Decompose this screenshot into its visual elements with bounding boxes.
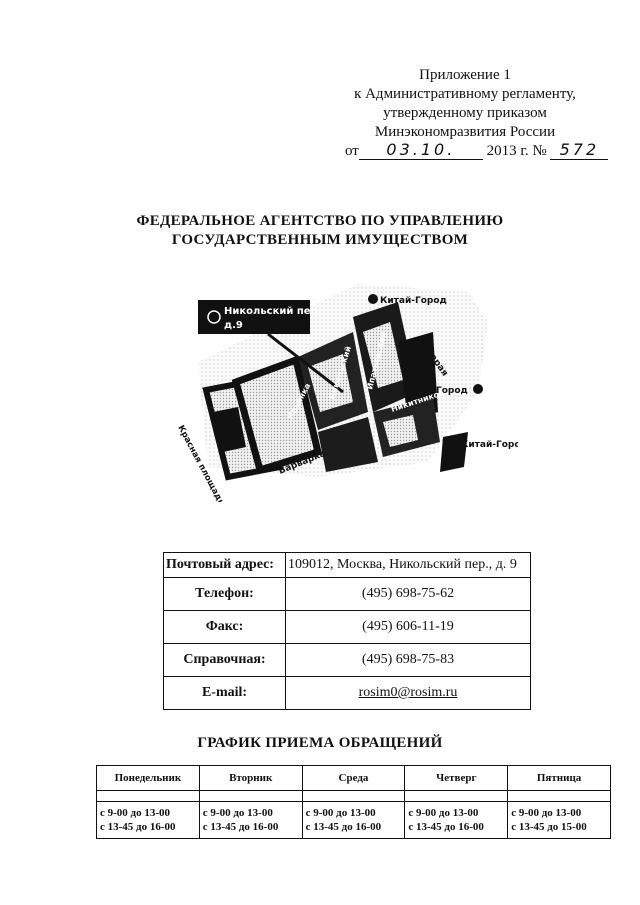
hours-afternoon: с 13-45 до 16-00: [305, 821, 382, 833]
appendix-header: Приложение 1 к Административному регламе…: [330, 66, 600, 142]
schedule-day: Среда: [301, 765, 406, 791]
metro-icon: [473, 384, 483, 394]
appendix-line: к Административному регламенту,: [354, 86, 576, 102]
agency-line: ФЕДЕРАЛЬНОЕ АГЕНТСТВО ПО УПРАВЛЕНИЮ: [136, 213, 504, 229]
contacts-row: Почтовый адрес: 109012, Москва, Никольск…: [163, 552, 531, 578]
schedule-day: Понедельник: [96, 765, 200, 791]
schedule-hours: с 9-00 до 13-00 с 13-45 до 16-00: [404, 801, 509, 839]
metro-gorod: Город: [436, 386, 468, 396]
contact-value: (495) 698-75-83: [285, 643, 531, 677]
metro-icon: [448, 438, 458, 448]
contacts-row: Факс: (495) 606-11-19: [163, 610, 531, 644]
schedule-hours: с 9-00 до 13-00 с 13-45 до 16-00: [301, 801, 406, 839]
hours-afternoon: с 13-45 до 16-00: [100, 821, 176, 833]
agency-line: ГОСУДАРСТВЕННЫМ ИМУЩЕСТВОМ: [171, 232, 469, 248]
hours-morning: с 9-00 до 13-00: [511, 807, 582, 819]
schedule-title: ГРАФИК ПРИЕМА ОБРАЩЕНИЙ: [197, 735, 443, 751]
callout-pointer: [267, 332, 344, 394]
hours-afternoon: с 13-45 до 16-00: [408, 821, 484, 833]
callout-house: д.9: [224, 320, 243, 331]
schedule-day: Пятница: [507, 765, 611, 791]
year-text: 2013 г. №: [486, 143, 547, 159]
date-prefix: от: [345, 143, 359, 159]
map-block-varvarka: [318, 417, 378, 472]
hours-morning: с 9-00 до 13-00: [408, 807, 479, 819]
schedule-hours: с 9-00 до 13-00 с 13-45 до 16-00: [96, 801, 200, 839]
schedule-table: Понедельник Вторник Среда Четверг Пятниц…: [96, 765, 611, 839]
schedule-hours-row: с 9-00 до 13-00 с 13-45 до 16-00 с 9-00 д…: [96, 801, 611, 839]
map-block-inner: [363, 322, 403, 388]
callout-street: Никольский пер.: [224, 306, 322, 317]
appendix-line: Приложение 1: [419, 67, 511, 83]
address-callout: [198, 300, 310, 334]
schedule-day: Вторник: [198, 765, 303, 791]
schedule-header-row: Понедельник Вторник Среда Четверг Пятниц…: [96, 765, 611, 791]
schedule-day: Четверг: [404, 765, 509, 791]
contact-label: Факс:: [163, 610, 286, 644]
map-block-inner: [383, 415, 418, 447]
contacts-row: Справочная: (495) 698-75-83: [163, 643, 531, 677]
email-link[interactable]: rosim0@rosim.ru: [358, 685, 458, 700]
appendix-line: Минэкономразвития России: [374, 124, 556, 140]
metro-kitay-gorod-bottom: Китай-Город: [461, 440, 518, 450]
schedule-spacer-row: [96, 790, 611, 802]
contacts-table: Почтовый адрес: 109012, Москва, Никольск…: [163, 552, 531, 710]
contact-label: Справочная:: [163, 643, 286, 677]
contact-label: E-mail:: [163, 676, 286, 710]
hours-morning: с 9-00 до 13-00: [100, 807, 171, 819]
contact-label: Телефон:: [163, 577, 286, 611]
location-map: Никольский пер. д.9 Китай-Город Город Ки…: [175, 284, 518, 502]
schedule-hours: с 9-00 до 13-00 с 13-45 до 16-00: [198, 801, 303, 839]
contacts-row: E-mail: rosim0@rosim.ru: [163, 676, 531, 710]
contact-value: 109012, Москва, Никольский пер., д. 9: [285, 552, 531, 578]
order-number: 572: [550, 140, 609, 160]
schedule-hours: с 9-00 до 13-00 с 13-45 до 15-00: [507, 801, 611, 839]
map-building: [440, 432, 468, 472]
contacts-row: Телефон: (495) 698-75-62: [163, 577, 531, 611]
hours-morning: с 9-00 до 13-00: [202, 807, 273, 819]
appendix-line: утвержденному приказом: [383, 105, 547, 121]
hours-morning: с 9-00 до 13-00: [305, 807, 376, 819]
agency-title: ФЕДЕРАЛЬНОЕ АГЕНТСТВО ПО УПРАВЛЕНИЮ ГОСУ…: [0, 212, 640, 250]
hours-afternoon: с 13-45 до 15-00: [511, 821, 587, 833]
callout-marker-icon: [207, 310, 221, 324]
map-building: [213, 407, 246, 452]
contact-label: Почтовый адрес:: [163, 552, 286, 578]
contact-value: rosim0@rosim.ru: [285, 676, 531, 710]
contact-value: (495) 698-75-62: [285, 577, 531, 611]
metro-kitay-gorod-top: Китай-Город: [380, 296, 447, 306]
map-block-gum: [231, 355, 323, 475]
contact-value: (495) 606-11-19: [285, 610, 531, 644]
hours-afternoon: с 13-45 до 16-00: [202, 821, 279, 833]
metro-icon: [368, 294, 378, 304]
order-date: 03.10.: [358, 140, 483, 160]
